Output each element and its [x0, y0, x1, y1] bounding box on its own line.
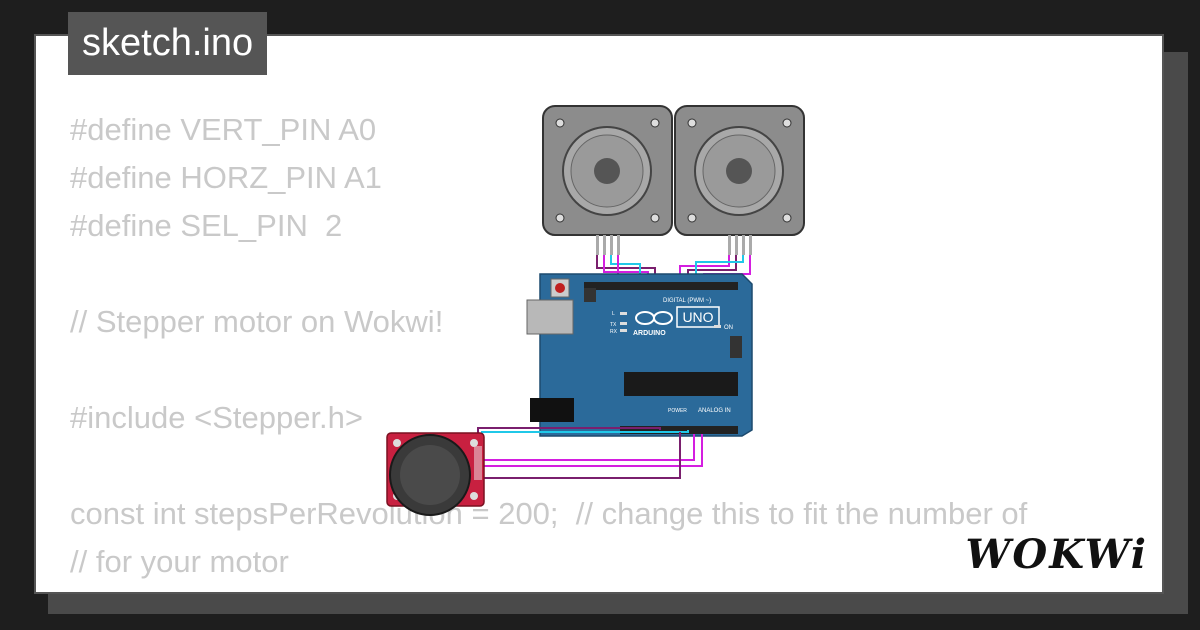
code-line: #define HORZ_PIN A1	[70, 160, 382, 195]
code-line: #define SEL_PIN 2	[70, 208, 343, 243]
code-line: // for your motor	[70, 544, 289, 579]
circuit-diagram: UNO ARDUINO DIGITAL (PWM ~) ANALOG IN PO…	[386, 105, 805, 516]
stepper-motor-2[interactable]	[674, 105, 805, 255]
board-label-digital: DIGITAL (PWM ~)	[663, 298, 711, 304]
board-label-arduino: ARDUINO	[633, 330, 666, 337]
code-line: // Stepper motor on Wokwi!	[70, 304, 444, 339]
board-label-rx: RX	[610, 329, 618, 335]
board-label-l: L	[612, 311, 615, 317]
code-line: #define VERT_PIN A0	[70, 112, 377, 147]
board-label-on: ON	[724, 325, 733, 331]
board-label-power: POWER	[668, 408, 687, 414]
code-line: #include <Stepper.h>	[70, 400, 364, 435]
board-label-analog: ANALOG IN	[698, 408, 731, 414]
board-label-tx: TX	[610, 322, 617, 328]
sketch-title: sketch.ino	[68, 12, 268, 75]
arduino-uno-board[interactable]: UNO ARDUINO DIGITAL (PWM ~) ANALOG IN PO…	[526, 273, 753, 437]
joystick-module[interactable]	[386, 432, 485, 516]
stepper-motor-1[interactable]	[542, 105, 673, 255]
board-label-uno: UNO	[682, 309, 713, 325]
code-block: #define VERT_PIN A0 #define HORZ_PIN A1 …	[70, 106, 1162, 586]
wokwi-logo: WOKWi	[965, 531, 1148, 578]
